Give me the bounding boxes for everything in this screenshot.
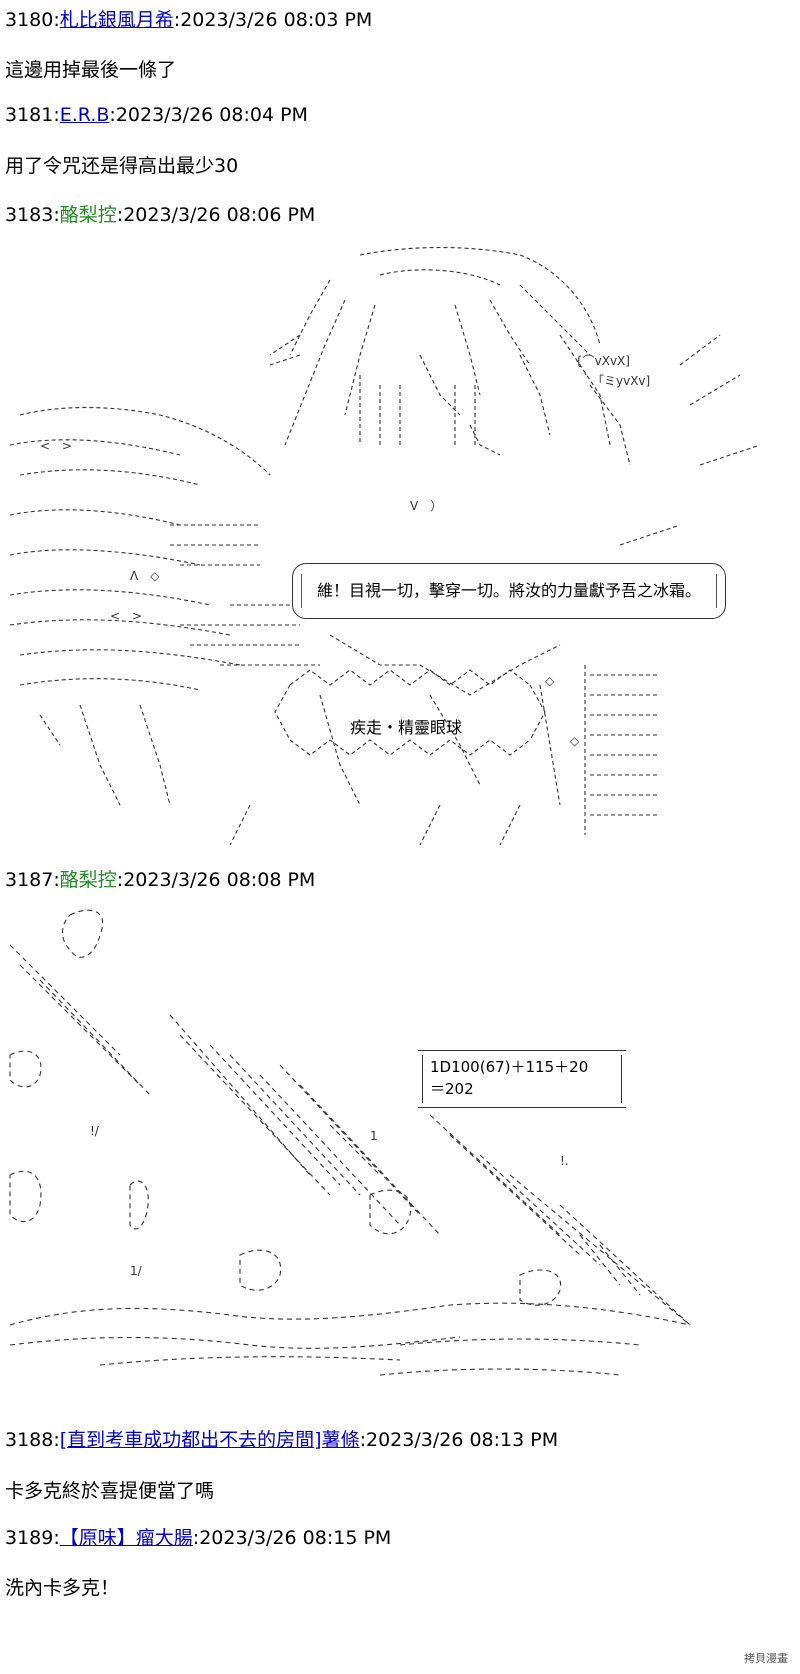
separator: : <box>116 204 124 226</box>
author-link[interactable]: 札比銀風月希 <box>59 9 174 31</box>
post-header-3187: 3187:酪梨控:2023/3/26 08:08 PM <box>5 868 315 892</box>
separator: : <box>359 1429 366 1451</box>
speech-text: 維！目視一切，擊穿一切。將汝的力量獻予吾之冰霜。 <box>316 581 701 600</box>
post-number: 3181 <box>5 104 54 126</box>
post-number: 3180 <box>5 9 54 31</box>
post-timestamp: 2023/3/26 08:03 PM <box>180 9 373 31</box>
post-number: 3187 <box>5 869 54 891</box>
post-number: 3188 <box>5 1429 54 1451</box>
post-timestamp: 2023/3/26 08:06 PM <box>123 204 316 226</box>
svg-text:{⌒vXvX]: {⌒vXvX] <box>575 354 630 368</box>
svg-text:< >: < > <box>110 609 142 623</box>
dice-roll-result: ＝202 <box>430 1080 474 1098</box>
separator: : <box>53 869 60 891</box>
svg-text:｀「ミyvXv]: ｀「ミyvXv] <box>580 372 650 388</box>
post-header-3181: 3181:E.R.B:2023/3/26 08:04 PM <box>5 103 308 127</box>
svg-text:1/: 1/ <box>130 1264 143 1278</box>
post-number: 3183 <box>5 204 54 226</box>
separator: : <box>53 204 60 226</box>
svg-text:Λ ◇: Λ ◇ <box>130 569 160 583</box>
svg-text:V ）: V ） <box>410 499 442 513</box>
post-body-3181: 用了令咒还是得高出最少30 <box>5 155 239 177</box>
separator: : <box>116 869 124 891</box>
post-header-3188: 3188:[直到考車成功都出不去的房間]薯條:2023/3/26 08:13 P… <box>5 1428 558 1452</box>
post-timestamp: 2023/3/26 08:08 PM <box>123 869 316 891</box>
svg-text:◇: ◇ <box>545 674 555 688</box>
post-header-3180: 3180:札比銀風月希:2023/3/26 08:03 PM <box>5 8 372 32</box>
svg-text:!/: !/ <box>90 1124 100 1138</box>
post-body-3180: 這邊用掉最後一條了 <box>5 59 177 81</box>
author-link[interactable]: [直到考車成功都出不去的房間]薯條 <box>59 1429 360 1451</box>
author-link[interactable]: 【原味】瘤大腸 <box>59 1527 193 1549</box>
svg-text:!.: !. <box>560 1154 569 1168</box>
separator: : <box>53 9 60 31</box>
speech-bubble-frame <box>301 574 717 608</box>
ascii-art-character: < > < > Λ ◇ ◇ ◇ ◇ ◇ V ） {⌒vXvX] ｀「ミyvXv] <box>9 246 761 846</box>
post-body-3189: 洗內卡多克！ <box>5 1577 120 1599</box>
post-number: 3189 <box>5 1527 54 1549</box>
separator: : <box>173 9 181 31</box>
watermark: 拷貝漫畫 <box>740 1648 792 1668</box>
separator: : <box>192 1527 200 1549</box>
separator: : <box>53 1527 60 1549</box>
post-header-3189: 3189:【原味】瘤大腸:2023/3/26 08:15 PM <box>5 1526 391 1550</box>
post-body-3188: 卡多克終於喜提便當了嗎 <box>5 1480 215 1502</box>
author-name: 酪梨控 <box>59 204 117 226</box>
dice-roll-expression: 1D100(67)＋115＋20 <box>430 1058 589 1076</box>
skill-label: 疾走・精靈眼球 <box>350 718 463 737</box>
separator: : <box>109 104 116 126</box>
svg-text:< >: < > <box>40 439 72 453</box>
author-link[interactable]: E.R.B <box>59 104 110 126</box>
post-header-3183: 3183:酪梨控:2023/3/26 08:06 PM <box>5 203 315 227</box>
separator: : <box>53 104 60 126</box>
svg-text:1: 1 <box>370 1129 378 1143</box>
author-name: 酪梨控 <box>59 869 117 891</box>
speech-bubble: 維！目視一切，擊穿一切。將汝的力量獻予吾之冰霜。 <box>292 563 726 619</box>
ascii-art-ice-spikes: !/ 1 !. 1/ <box>9 909 691 1376</box>
separator: : <box>53 1429 60 1451</box>
post-timestamp: 2023/3/26 08:15 PM <box>199 1527 392 1549</box>
dice-roll-box: 1D100(67)＋115＋20 ＝202 <box>418 1050 626 1108</box>
post-timestamp: 2023/3/26 08:04 PM <box>115 104 308 126</box>
svg-text:◇: ◇ <box>570 734 580 748</box>
post-timestamp: 2023/3/26 08:13 PM <box>366 1429 559 1451</box>
